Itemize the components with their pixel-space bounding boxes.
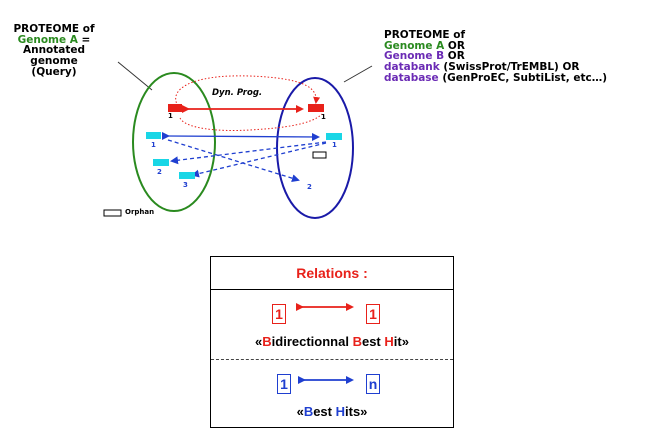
- best-hit-arrow: [161, 131, 320, 141]
- left-leader-line: [117, 61, 153, 91]
- dyn-prog-return-curve: [179, 113, 323, 131]
- bbh-text: «Bidirectionnal Best Hit»: [211, 334, 453, 349]
- genome-b-option: Genome B: [384, 50, 445, 63]
- proteome-a-line4: (Query): [31, 65, 77, 78]
- bh-text: «Best Hits»: [211, 404, 453, 419]
- genome-a-text: Genome A: [17, 33, 78, 46]
- dashed-arrow-a1-to-b2: [167, 139, 300, 183]
- relations-title: Relations :: [211, 257, 453, 290]
- dyn-prog-label: Dyn. Prog.: [212, 88, 263, 98]
- genome-a-option: Genome A: [384, 39, 445, 52]
- bbh-p2: idirectionnal: [271, 334, 353, 349]
- proteome-b-label: PROTEOME of Genome A OR Genome B OR data…: [384, 30, 650, 84]
- num-right-blue-1: 1: [332, 141, 337, 149]
- bh-right-num: n: [366, 374, 380, 394]
- bh-h1: B: [303, 404, 314, 419]
- bh-p1: «: [296, 404, 304, 419]
- bbh-p1: «: [255, 334, 263, 349]
- bbh-h2: B: [352, 334, 362, 349]
- protein-a-cyan-3: [179, 172, 195, 179]
- genome-a-suffix: =: [77, 33, 91, 46]
- bh-row: 1 n «Best Hits»: [211, 360, 453, 429]
- protein-b-cyan-1: [326, 133, 342, 140]
- num-right-blue-2: 2: [307, 183, 312, 191]
- proteome-a-line1: PROTEOME of: [13, 23, 95, 35]
- bbh-left-num: 1: [272, 304, 286, 324]
- proteome-a-ellipse: [132, 72, 216, 212]
- bbh-h1: B: [262, 334, 272, 349]
- bbh-p4: it»: [393, 334, 409, 349]
- num-left-blue-1: 1: [151, 141, 156, 149]
- orphan-legend-box: [103, 209, 122, 217]
- proteome-a-label: PROTEOME of Genome A = Annotated genome …: [0, 24, 108, 78]
- proteome-b-line1: PROTEOME of: [384, 29, 466, 41]
- bh-p2: est: [313, 404, 336, 419]
- protein-a-red: [168, 104, 182, 112]
- proteome-b-line5: database (GenProEC, SubtiList, etc…): [384, 71, 650, 84]
- bh-h2: H: [335, 404, 345, 419]
- dashed-arrow-b1-to-a2: [170, 141, 327, 165]
- orphan-protein-box: [312, 151, 327, 159]
- database-detail: (GenProEC, SubtiList, etc…): [438, 71, 608, 84]
- num-right-red: 1: [321, 113, 326, 121]
- bh-p3: its»: [345, 404, 368, 419]
- bbh-p3: est: [361, 334, 385, 349]
- bbh-h3: H: [384, 334, 394, 349]
- protein-b-red: [308, 104, 324, 112]
- proteome-b-line2: Genome A OR: [384, 39, 650, 52]
- dashed-arrow-b1-to-a3: [191, 142, 327, 178]
- protein-a-cyan-1: [146, 132, 161, 139]
- or-text-1: OR: [444, 39, 465, 52]
- proteome-a-line2: Genome A =: [0, 33, 108, 46]
- orphan-label: Orphan: [125, 208, 155, 216]
- databank-detail: (SwissProt/TrEMBL) OR: [439, 61, 580, 74]
- proteome-b-ellipse: [276, 77, 354, 219]
- proteome-a-line3: Annotated genome: [22, 44, 86, 68]
- bh-left-num: 1: [277, 374, 291, 394]
- num-left-blue-3: 3: [183, 181, 188, 189]
- num-left-blue-2: 2: [157, 168, 162, 176]
- protein-a-cyan-2: [153, 159, 169, 166]
- relations-legend: Relations : 1 1 «Bidirectionnal Best Hit…: [210, 256, 454, 428]
- databank-option: databank: [384, 61, 440, 74]
- proteome-b-line4: databank (SwissProt/TrEMBL) OR: [384, 62, 650, 73]
- right-leader-line: [343, 65, 373, 83]
- database-option: database: [384, 71, 439, 84]
- or-text-2: OR: [444, 50, 465, 63]
- num-left-red: 1: [168, 112, 173, 120]
- bbh-right-num: 1: [366, 304, 380, 324]
- proteome-b-line3: Genome B OR: [384, 51, 650, 62]
- bbh-row: 1 1 «Bidirectionnal Best Hit»: [211, 290, 453, 360]
- dyn-prog-curve: [175, 75, 321, 107]
